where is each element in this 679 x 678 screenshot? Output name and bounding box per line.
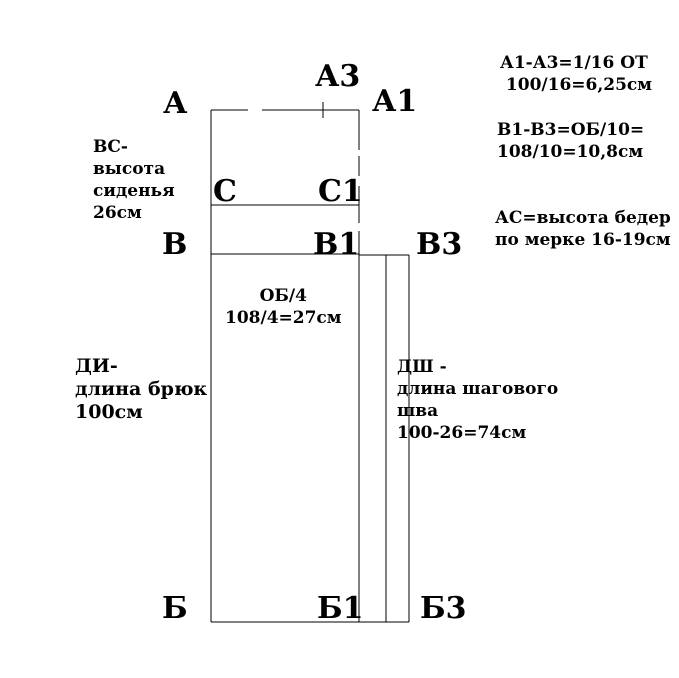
note-seat-height: ВС- высота сиденья 26см (93, 137, 175, 223)
point-label-c: С (213, 174, 237, 209)
point-label-c1: С1 (318, 174, 363, 209)
point-label-b: В (162, 227, 188, 262)
note-inseam-length: ДШ - длина шагового шва 100-26=74см (397, 357, 559, 443)
note-quarter-hip: ОБ/4 108/4=27см (225, 286, 342, 328)
point-label-b3: В3 (416, 227, 463, 262)
point-label-bottom3: Б3 (420, 591, 467, 626)
formula-a1-a3: А1-А3=1/16 ОТ 100/16=6,25см (500, 53, 653, 95)
point-label-b1: В1 (313, 227, 360, 262)
note-hip-height: АС=высота бедер по мерке 16-19см (495, 208, 671, 250)
point-label-a1: А1 (372, 84, 418, 119)
point-label-a3: А3 (315, 59, 361, 94)
note-trouser-length: ДИ- длина брюк 100см (75, 355, 208, 423)
point-label-a: А (163, 86, 188, 121)
point-label-bottom: Б (162, 591, 188, 626)
point-label-bottom1: Б1 (317, 591, 364, 626)
formula-b1-b3: В1-В3=ОБ/10= 108/10=10,8см (497, 120, 645, 162)
